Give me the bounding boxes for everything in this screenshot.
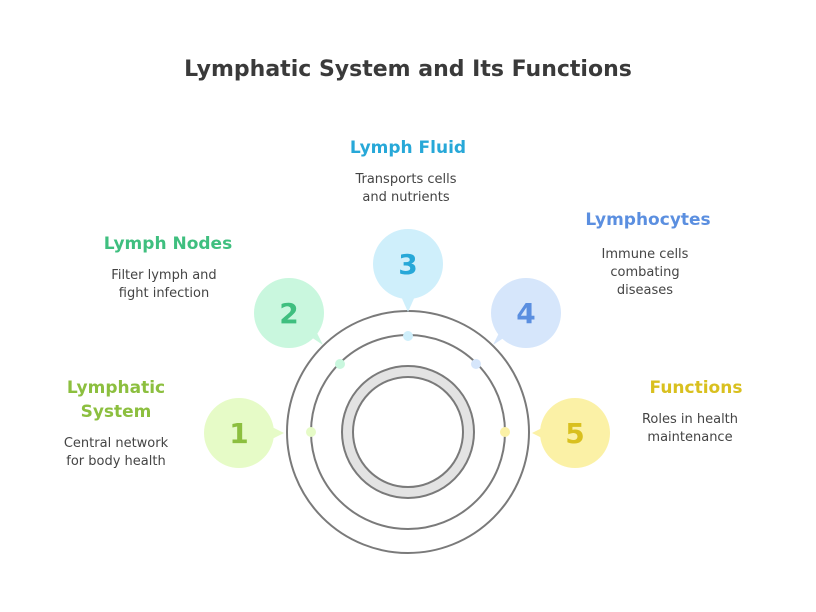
- inner-core: [352, 376, 464, 488]
- number-bubble: [204, 398, 274, 468]
- step-description: fight infection: [119, 286, 209, 301]
- diagram-title: Lymphatic System and Its Functions: [184, 57, 632, 82]
- step-description: Filter lymph and: [111, 268, 216, 283]
- ring-marker-dot: [471, 359, 481, 369]
- step-number: 4: [516, 297, 535, 330]
- step-number: 5: [565, 417, 584, 450]
- step-description: Immune cells: [602, 247, 689, 262]
- concentric-rings: [286, 310, 530, 554]
- number-bubble: [540, 398, 610, 468]
- step-description: for body health: [66, 454, 165, 469]
- step-heading: System: [81, 402, 152, 422]
- ring-marker-dot: [500, 427, 510, 437]
- step-heading: Lymph Fluid: [350, 138, 466, 158]
- ring-marker-dot: [306, 427, 316, 437]
- step-description: diseases: [617, 283, 673, 298]
- step-description: Transports cells: [354, 172, 456, 187]
- ring-marker-dot: [403, 331, 413, 341]
- step-description: combating: [610, 265, 679, 280]
- step-heading: Lymphocytes: [585, 210, 710, 230]
- ring-marker-dot: [335, 359, 345, 369]
- step-number: 2: [279, 297, 298, 330]
- step-description: and nutrients: [362, 190, 449, 205]
- step-heading: Lymph Nodes: [104, 234, 232, 254]
- step-description: maintenance: [647, 430, 732, 445]
- step-number: 3: [398, 248, 417, 281]
- step-description: Roles in health: [642, 412, 738, 427]
- step-number: 1: [229, 417, 248, 450]
- number-bubble: [373, 229, 443, 299]
- step-heading: Functions: [650, 378, 743, 398]
- step-heading: Lymphatic: [67, 378, 165, 398]
- step-description: Central network: [64, 436, 169, 451]
- number-bubble: [254, 278, 324, 348]
- number-bubble: [491, 278, 561, 348]
